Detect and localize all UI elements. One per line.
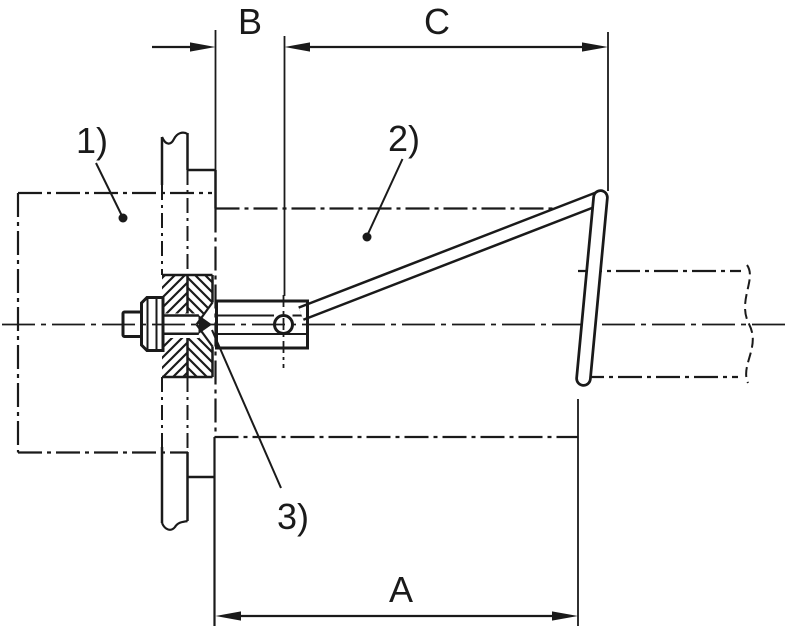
callout-2-dot (362, 232, 372, 242)
panel-top-break-line (160, 131, 189, 145)
panel-hidden-edges (161, 170, 189, 452)
dimension-label-b: B (238, 1, 262, 42)
arrowhead (552, 611, 578, 621)
dimension-extension-lines (214, 30, 609, 626)
dimension-label-a: A (389, 569, 413, 610)
dimension-label-c: C (424, 1, 450, 42)
arrowhead (215, 611, 241, 621)
panel-section (160, 131, 189, 531)
dimension-a (215, 611, 578, 621)
arrowhead (284, 42, 310, 52)
callout-3-label: 3) (277, 496, 309, 537)
callout-2-label: 2) (388, 118, 420, 159)
shaft-phantom (578, 264, 754, 384)
machine-part-phantom-outline (16, 191, 212, 454)
callout-1-dot (118, 213, 128, 223)
lever-handle (575, 189, 609, 387)
arrowhead (190, 42, 216, 52)
callout-leaders (95, 158, 404, 489)
break-line (744, 264, 754, 384)
callout-2-leader (366, 158, 404, 237)
panel-bottom-break-line (160, 519, 188, 531)
arrowhead (582, 42, 608, 52)
callout-3-leader (211, 329, 282, 489)
callout-1-label: 1) (76, 120, 108, 161)
callout-1-leader (95, 162, 124, 219)
dimension-b (152, 42, 216, 52)
screw-shank (163, 314, 199, 336)
body-face-plane-lines (188, 168, 217, 626)
dimension-c (284, 42, 608, 52)
